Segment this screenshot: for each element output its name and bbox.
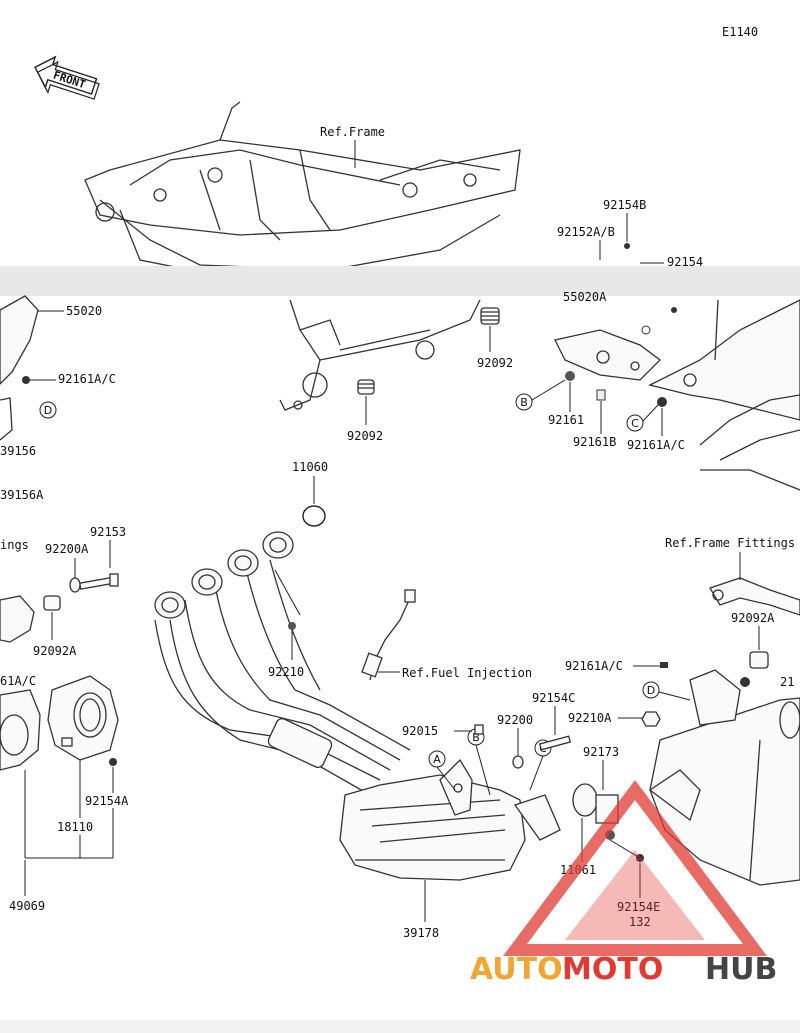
bolt-92154c [538,735,572,751]
o-ring-11060 [302,505,326,527]
part-92161ac-right: 92161A/C [565,659,623,673]
part-39156a: 39156A [0,488,44,502]
damper-92092-lower [357,379,375,395]
part-61ac: 61A/C [0,674,36,688]
muffler-end-49069 [0,689,41,771]
part-92154: 92154 [667,255,703,269]
part-92092a-right: 92092A [731,611,775,625]
damper-92092a-left [43,595,61,611]
front-arrow-icon: FRONT [34,55,100,100]
part-49069: 49069 [9,899,45,913]
part-92161ac-left: 92161A/C [58,372,116,386]
automotohub-watermark: AUTO MOTO HUB [470,780,777,987]
part-92200a: 92200A [45,542,89,556]
bolt-92153 [78,573,119,590]
part-92200: 92200 [497,713,533,727]
damper-92092a-right [749,651,769,669]
part-92015: 92015 [402,724,438,738]
scan-noise-band [0,266,800,296]
frame-drawing [84,101,521,271]
callout-c-right: C [626,414,644,432]
part-ings: ings [0,538,29,552]
part-39156: 39156 [0,444,36,458]
part-18110: 18110 [57,820,93,834]
muffler-39178 [339,758,561,881]
damper-92092-upper [480,307,500,325]
part-92092a-left: 92092A [33,644,77,658]
callout-a: A [428,750,446,768]
ref-frame-fittings-label: Ref.Frame Fittings [665,536,795,550]
bracket-right [689,669,741,726]
nut-92210a [641,711,661,727]
muffler-right [648,697,800,886]
part-55020a: 55020A [563,290,607,304]
part-92153: 92153 [90,525,126,539]
part-55020: 55020 [66,304,102,318]
part-11060: 11060 [292,460,328,474]
svg-text:C: C [631,417,639,430]
ref-frame-label: Ref.Frame [320,125,385,139]
ref-fuel-injection-label: Ref.Fuel Injection [402,666,532,680]
exhaust-header-pipes [154,531,411,796]
callout-d-left: D [39,401,57,419]
frame-fitting-bracket [709,577,800,616]
part-92154e: 92154E [617,900,660,914]
svg-text:A: A [433,753,441,766]
svg-text:B: B [520,396,528,409]
watermark-triangle-icon [503,780,767,956]
part-92161b: 92161B [573,435,616,449]
o2-sensor [361,589,416,681]
callout-b-right: B [515,393,533,411]
subframe-drawing [279,299,481,411]
svg-text:D: D [44,404,52,417]
watermark-auto: AUTO [470,952,563,987]
part-39178: 39178 [403,926,439,940]
side-cover-left [0,295,39,441]
svg-text:B: B [472,731,480,744]
watermark-hub: HUB [705,952,777,987]
part-92161: 92161 [548,413,584,427]
part-92154c: 92154C [532,691,575,705]
part-92154a: 92154A [85,794,129,808]
bottom-noise-strip [0,1020,800,1033]
part-92210a: 92210A [568,711,612,725]
part-92154b: 92154B [603,198,646,212]
part-21: 21 [780,675,794,689]
muffler-cover-18110 [47,675,119,761]
part-92092-lower: 92092 [347,429,383,443]
watermark-moto: MOTO [562,952,663,987]
diagram-code: E1140 [722,25,758,39]
rear-cowl-right [554,299,800,491]
part-92152ab: 92152A/B [557,225,615,239]
bracket-left [0,595,35,643]
part-92161ac-mid: 92161A/C [627,438,685,452]
part-92092-upper: 92092 [477,356,513,370]
part-92210: 92210 [268,665,304,679]
svg-text:D: D [647,684,655,697]
part-132: 132 [629,915,651,929]
part-92173: 92173 [583,745,619,759]
callout-d-right: D [642,681,660,699]
